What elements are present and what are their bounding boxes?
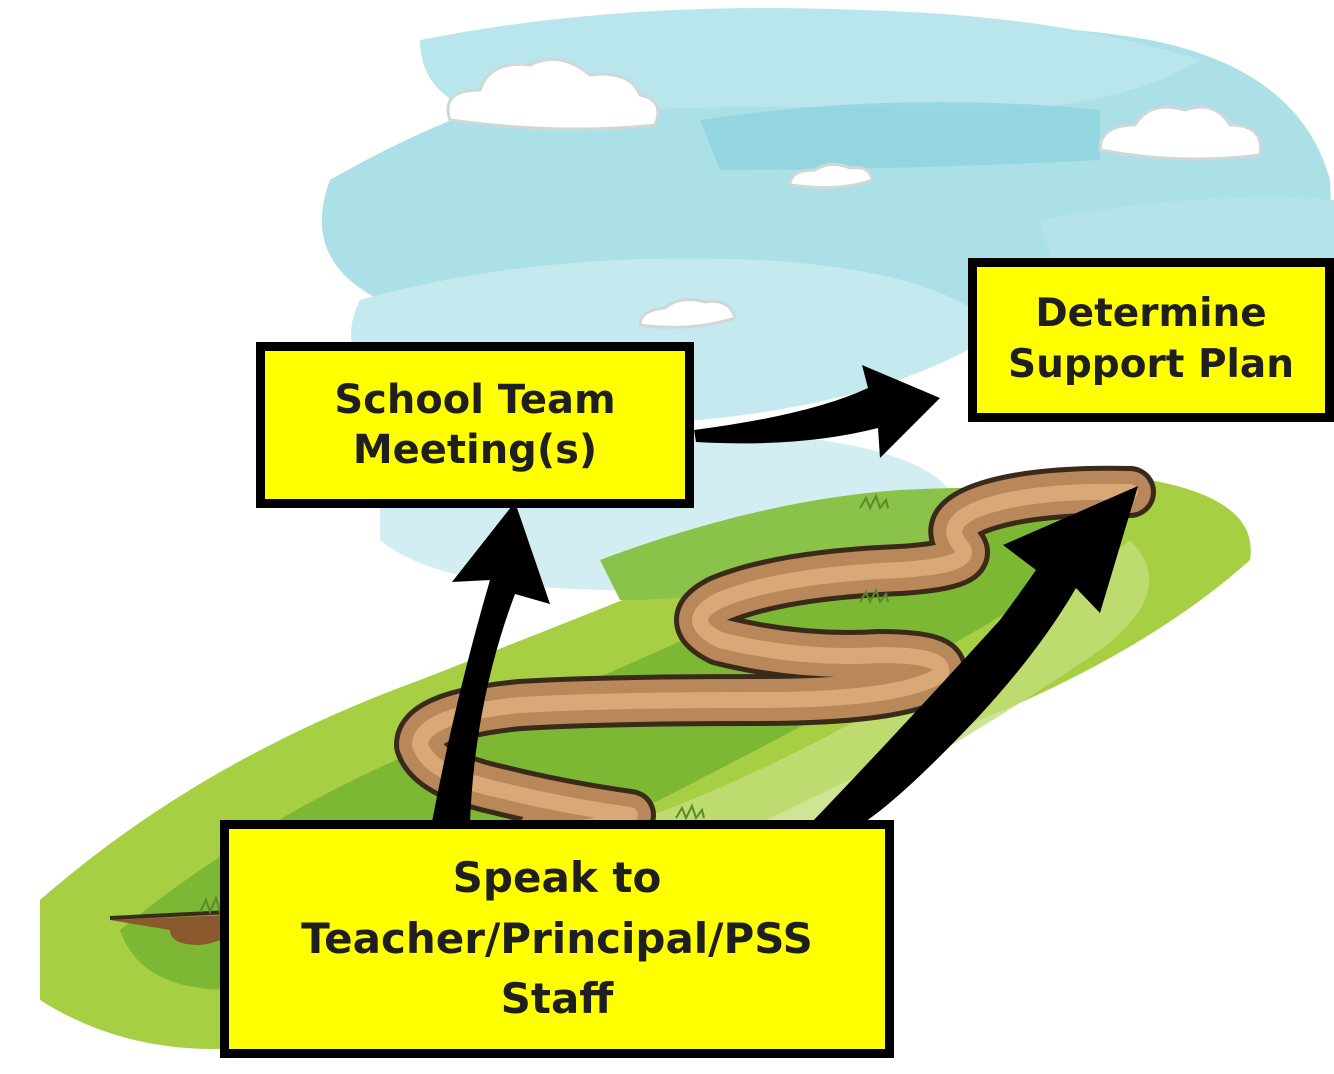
determine-support-plan-box: Determine Support Plan bbox=[968, 258, 1334, 422]
flow-arrows bbox=[432, 365, 1138, 825]
support-plan-line2: Support Plan bbox=[1008, 342, 1294, 387]
speak-line3: Staff bbox=[500, 974, 614, 1024]
arrow-speak-to-school-team bbox=[432, 502, 550, 822]
arrow-school-team-to-support-plan bbox=[694, 365, 940, 458]
school-team-meetings-box: School Team Meeting(s) bbox=[256, 342, 694, 508]
school-team-line1: School Team bbox=[334, 377, 616, 423]
arrow-speak-to-support-plan bbox=[812, 486, 1138, 825]
speak-to-staff-box: Speak to Teacher/Principal/PSS Staff bbox=[220, 820, 894, 1058]
speak-line1: Speak to bbox=[452, 852, 662, 902]
support-plan-line1: Determine bbox=[1035, 291, 1267, 337]
speak-line2: Teacher/Principal/PSS bbox=[301, 913, 813, 963]
clouds bbox=[446, 57, 1263, 329]
school-team-line2: Meeting(s) bbox=[352, 427, 598, 473]
